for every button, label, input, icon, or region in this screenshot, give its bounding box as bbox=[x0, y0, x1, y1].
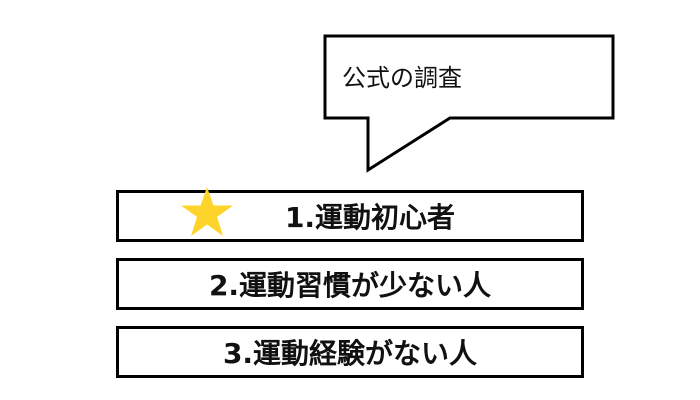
list-item: 3.運動経験がない人 bbox=[116, 326, 584, 378]
item-label: 3.運動経験がない人 bbox=[222, 337, 478, 370]
item-label: 1.運動初心者 bbox=[284, 201, 456, 234]
item-label: 2.運動習慣が少ない人 bbox=[208, 269, 492, 302]
star-icon bbox=[181, 187, 233, 236]
list-item: 2.運動習慣が少ない人 bbox=[116, 258, 584, 310]
list-item: 1.運動初心者 bbox=[116, 190, 584, 242]
callout-text: 公式の調査 bbox=[342, 64, 462, 92]
